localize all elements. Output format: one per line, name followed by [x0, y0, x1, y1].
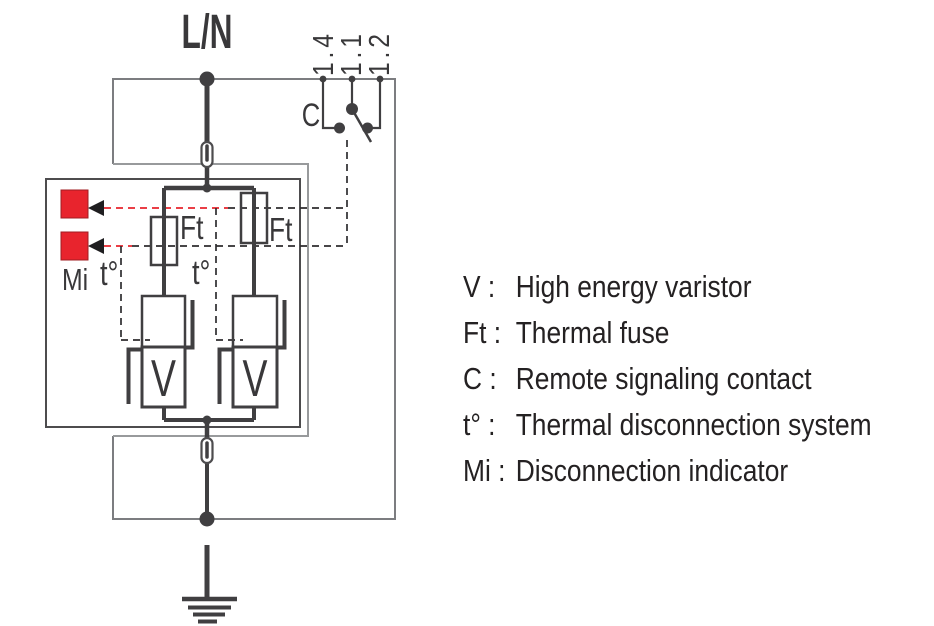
arrow-left-icon	[88, 238, 104, 254]
thermal-link-left	[120, 246, 150, 341]
outer-loop	[112, 78, 396, 520]
contact-pivot	[346, 103, 358, 115]
contact-pole-left	[334, 122, 345, 134]
contact-label: C	[302, 98, 320, 133]
fuse-label-right: Ft	[269, 212, 293, 248]
disconnector-body-right	[231, 294, 279, 349]
wire-bottom-left	[162, 407, 207, 422]
legend-item-disconnect-indicator: Mi : Disconnection indicator	[463, 448, 872, 494]
legend-symbol: V :	[463, 269, 496, 304]
mechanical-links	[104, 140, 348, 341]
protection-box	[45, 178, 301, 428]
legend-item-remote-contact: C : Remote signaling contact	[463, 356, 872, 402]
contact-pole-right	[362, 122, 373, 134]
varistor-label-right: V	[243, 349, 269, 408]
disconnection-indicator	[60, 189, 104, 261]
connection-nodes	[199, 71, 215, 527]
varistor-body-left	[140, 345, 187, 409]
legend-item-thermal-fuse: Ft : Thermal fuse	[463, 310, 872, 356]
contact-blade	[350, 108, 373, 143]
indicator-label: Mi	[62, 262, 88, 296]
legend-item-thermal-disconnect: t° : Thermal disconnection system	[463, 402, 872, 448]
terminal-label-11: 1.1	[335, 30, 367, 76]
indicator-square-1	[60, 189, 89, 219]
legend-symbol: Ft :	[463, 315, 502, 350]
contact-dot-11	[348, 75, 356, 83]
ground-icon	[182, 545, 237, 624]
thermal-label-right: t°	[192, 253, 210, 292]
legend: V : High energy varistor Ft : Thermal fu…	[463, 264, 934, 494]
indicator-square-2	[60, 231, 89, 261]
thermal-fuse-right	[239, 191, 269, 245]
bypass-right-left	[185, 300, 195, 350]
wire-bottom-right	[207, 407, 256, 422]
legend-description: High energy varistor	[515, 269, 752, 304]
varistor-label-left: V	[151, 349, 177, 408]
legend-description: Disconnection indicator	[515, 453, 789, 488]
fuse-label-left: Ft	[180, 210, 204, 246]
node-branch-bottom	[202, 415, 212, 425]
terminal-label-12: 1.2	[363, 30, 395, 76]
node-line	[199, 71, 215, 87]
bypass-right-right	[277, 300, 287, 350]
legend-description: Thermal disconnection system	[515, 407, 872, 442]
thermal-link-right	[215, 208, 243, 341]
thermal-fuse-left	[149, 215, 179, 267]
thermal-label-left: t°	[100, 254, 118, 293]
node-ground	[199, 511, 215, 527]
varistor-left	[126, 294, 195, 409]
legend-symbol: Mi :	[463, 453, 506, 488]
legend-description: Remote signaling contact	[515, 361, 812, 396]
legend-description: Thermal fuse	[515, 315, 670, 350]
contact-dot-14	[319, 75, 327, 83]
line-label: L/N	[181, 4, 232, 58]
bypass-left-left	[126, 347, 142, 404]
bypass-left-right	[217, 347, 233, 404]
legend-item-varistor: V : High energy varistor	[463, 264, 872, 310]
varistor-right	[217, 294, 287, 409]
terminal-pin-bottom	[200, 436, 214, 465]
node-branch-top	[202, 183, 212, 193]
legend-symbol: t° :	[463, 407, 496, 442]
terminal-label-14: 1.4	[307, 30, 339, 76]
varistor-body-right	[231, 345, 279, 409]
terminal-pin-top	[200, 140, 214, 169]
legend-symbol: C :	[463, 361, 497, 396]
arrow-left-icon	[88, 200, 104, 216]
remote-contact	[319, 75, 384, 143]
contact-dot-12	[376, 75, 384, 83]
